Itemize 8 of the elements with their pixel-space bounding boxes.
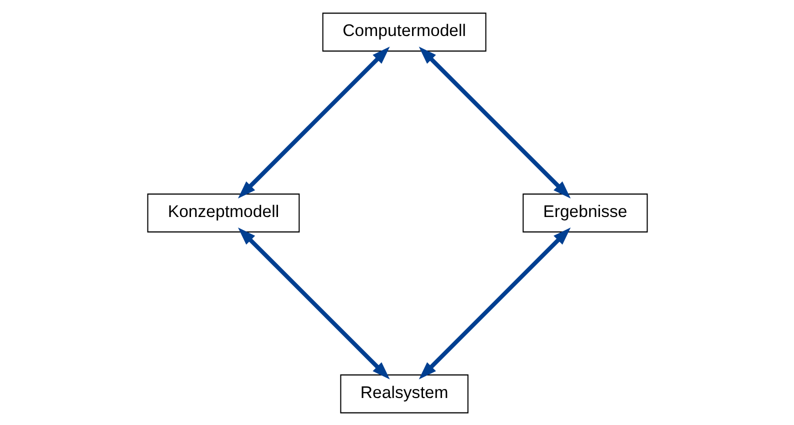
node-box: Realsystem: [340, 374, 468, 413]
arrow: [418, 227, 570, 379]
node-box: Ergebnisse: [522, 193, 648, 232]
arrow: [238, 227, 390, 379]
arrow: [237, 46, 390, 198]
arrow: [418, 46, 570, 198]
node-box: Computermodell: [322, 12, 486, 52]
node-box: Konzeptmodell: [146, 193, 300, 232]
